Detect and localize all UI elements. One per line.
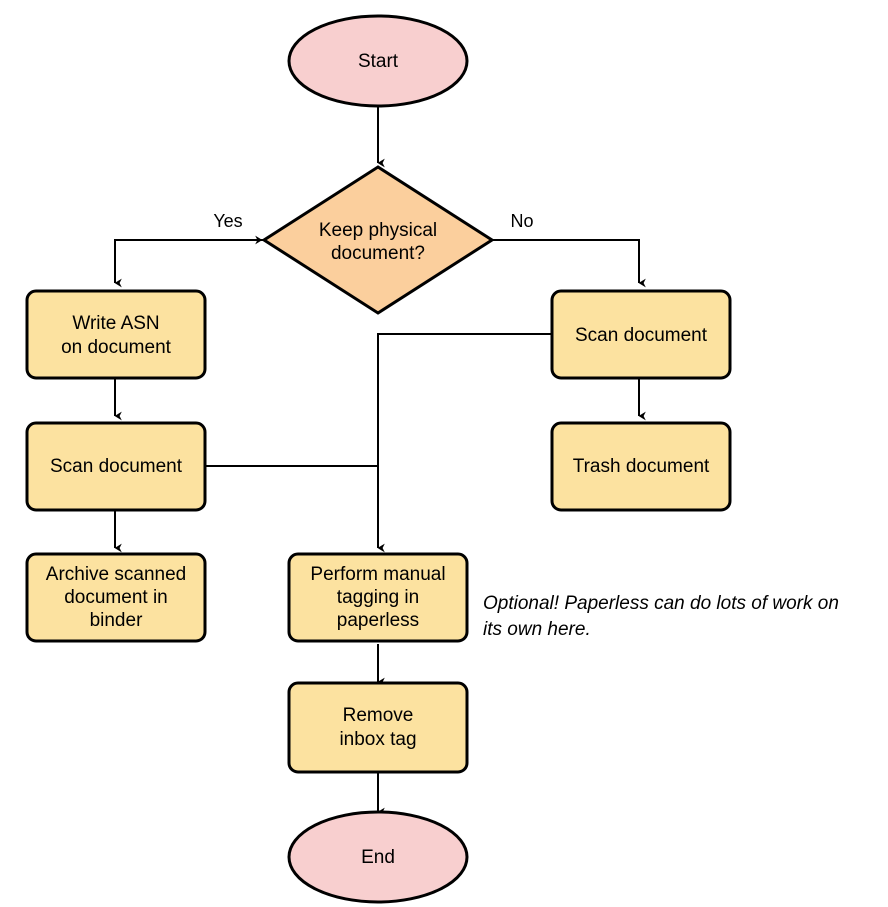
trash-document-box [550,421,732,512]
write-asn-label-line1: Write ASN [72,313,159,334]
trash-document-label: Trash document [573,456,710,477]
node-scan-document-left[interactable]: Scan document [25,421,207,512]
tagging-label-line1: Perform manual [310,564,445,585]
end-label: End [361,847,395,868]
archive-label-line3: binder [90,610,143,631]
edge-label-no: No [510,211,533,231]
tagging-label-line3: paperless [337,610,419,631]
start-ellipse [287,14,469,108]
tagging-label-line2: tagging in [337,587,419,608]
scan-document-right-box [550,289,732,380]
remove-inbox-tag-box [287,681,469,774]
edge-scanright-to-tagging [377,333,552,553]
scan-document-left-label: Scan document [50,456,183,477]
node-scan-document-right[interactable]: Scan document [550,289,732,380]
node-start[interactable]: Start [287,14,469,108]
end-ellipse [287,810,469,904]
node-remove-inbox-tag[interactable]: Remove inbox tag [287,681,469,774]
decision-diamond [261,165,495,315]
archive-box [25,552,207,643]
node-perform-manual-tagging[interactable]: Perform manual tagging in paperless [287,552,469,643]
write-asn-box [25,289,207,380]
node-archive-scanned-document[interactable]: Archive scanned document in binder [25,552,207,643]
archive-label-line1: Archive scanned [46,564,186,585]
annotation-optional-note: Optional! Paperless can do lots of work … [483,593,839,640]
edge-decision-no [489,239,646,288]
write-asn-label-line2: on document [61,337,172,358]
tagging-box [287,552,469,643]
annotation-line2: its own here. [483,619,591,640]
decision-label-line1: Keep physical [319,220,437,241]
node-trash-document[interactable]: Trash document [550,421,732,512]
edge-label-yes: Yes [213,211,242,231]
scan-document-right-label: Scan document [575,325,708,346]
scan-document-left-box [25,421,207,512]
node-write-asn-on-document[interactable]: Write ASN on document [25,289,207,380]
edge-decision-yes-corner [114,239,267,288]
start-label: Start [358,51,399,72]
node-decision-keep-physical-document[interactable]: Keep physical document? [261,165,495,315]
node-end[interactable]: End [287,810,469,904]
annotation-line1: Optional! Paperless can do lots of work … [483,593,839,614]
remove-inbox-label-line1: Remove [343,705,414,726]
remove-inbox-label-line2: inbox tag [339,729,416,750]
archive-label-line2: document in [64,587,168,608]
decision-label-line2: document? [331,243,425,264]
